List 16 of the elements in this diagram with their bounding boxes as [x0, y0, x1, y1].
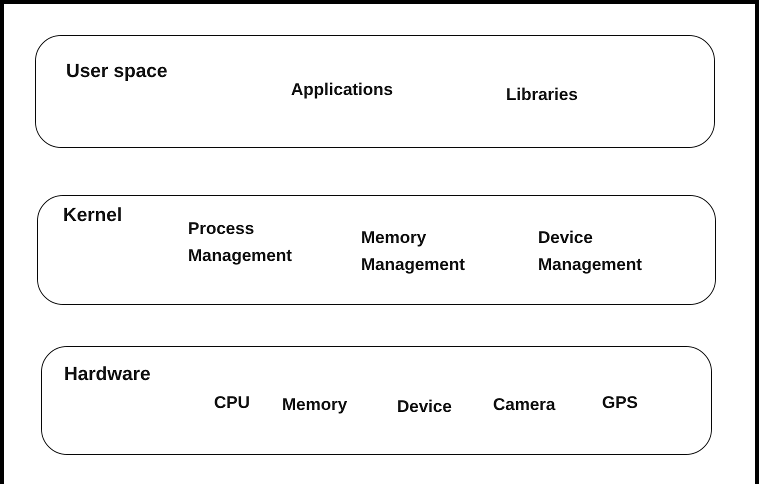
- component-label: CPU: [214, 392, 251, 414]
- layer-heading: Hardware: [64, 363, 152, 387]
- layer-box: [37, 195, 716, 305]
- component-label: Device: [397, 396, 453, 418]
- layer-heading: User space: [66, 60, 168, 84]
- layer-box: [41, 346, 712, 455]
- component-label: Applications: [291, 79, 394, 101]
- component-label: Libraries: [506, 84, 579, 106]
- layer-heading: Kernel: [63, 204, 124, 228]
- component-label: Memory: [282, 394, 348, 416]
- component-label: GPS: [602, 392, 639, 414]
- component-label: Process Management: [188, 218, 293, 267]
- component-label: Device Management: [538, 227, 643, 276]
- component-label: Camera: [493, 394, 556, 416]
- component-label: Memory Management: [361, 227, 466, 276]
- layer-box: [35, 35, 715, 148]
